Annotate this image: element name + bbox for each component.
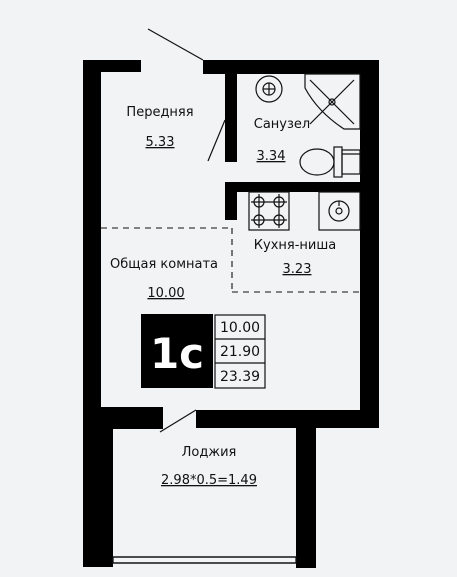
bathroom-door — [207, 119, 226, 162]
wall-top-right — [203, 60, 379, 74]
apartment-summary: 1с 10.00 21.90 23.39 — [141, 314, 266, 389]
entrance-door — [147, 28, 204, 61]
kitchen-name: Кухня-ниша — [254, 238, 336, 253]
total-area-value: 21.90 — [220, 344, 260, 360]
hall-name: Передняя — [126, 105, 193, 120]
hall-label: Передняя 5.33 — [126, 105, 193, 150]
loggia-name: Лоджия — [182, 445, 237, 460]
wall-bathroom-left — [225, 60, 237, 162]
bathroom-sink-icon — [255, 75, 283, 103]
kitchen-sink-icon — [318, 191, 361, 231]
apartment-type: 1с — [150, 329, 204, 378]
total-with-loggia-value: 23.39 — [220, 369, 260, 385]
area-table — [214, 314, 266, 389]
toilet-icon — [299, 146, 361, 178]
wall-bottom-right — [196, 410, 379, 428]
doors — [147, 28, 226, 433]
wall-right — [360, 60, 379, 428]
wall-left — [83, 60, 101, 412]
bathroom-area: 3.34 — [257, 149, 286, 164]
living-label: Общая комната 10.00 — [110, 257, 218, 301]
stove-icon — [248, 191, 290, 231]
wall-bathroom-left-lower — [225, 184, 237, 220]
kitchen-label: Кухня-ниша 3.23 — [254, 238, 336, 277]
bathroom-name: Санузел — [254, 117, 310, 132]
living-name: Общая комната — [110, 257, 218, 272]
living-area: 10.00 — [147, 286, 184, 301]
loggia-railing — [112, 556, 297, 564]
bathroom-label: Санузел 3.34 — [254, 117, 310, 164]
shower-icon — [304, 73, 361, 130]
hall-area: 5.33 — [146, 135, 175, 150]
loggia-label: Лоджия 2.98*0.5=1.49 — [161, 445, 257, 488]
loggia-area: 2.98*0.5=1.49 — [161, 473, 257, 488]
wall-bathroom-bottom — [225, 182, 362, 192]
loggia-door — [159, 409, 197, 433]
apartment-type-badge — [141, 314, 213, 388]
walls — [83, 60, 379, 568]
wall-loggia-right — [296, 428, 316, 568]
living-area-value: 10.00 — [220, 320, 260, 336]
kitchen-area: 3.23 — [283, 262, 312, 277]
wall-loggia-left — [83, 407, 113, 567]
